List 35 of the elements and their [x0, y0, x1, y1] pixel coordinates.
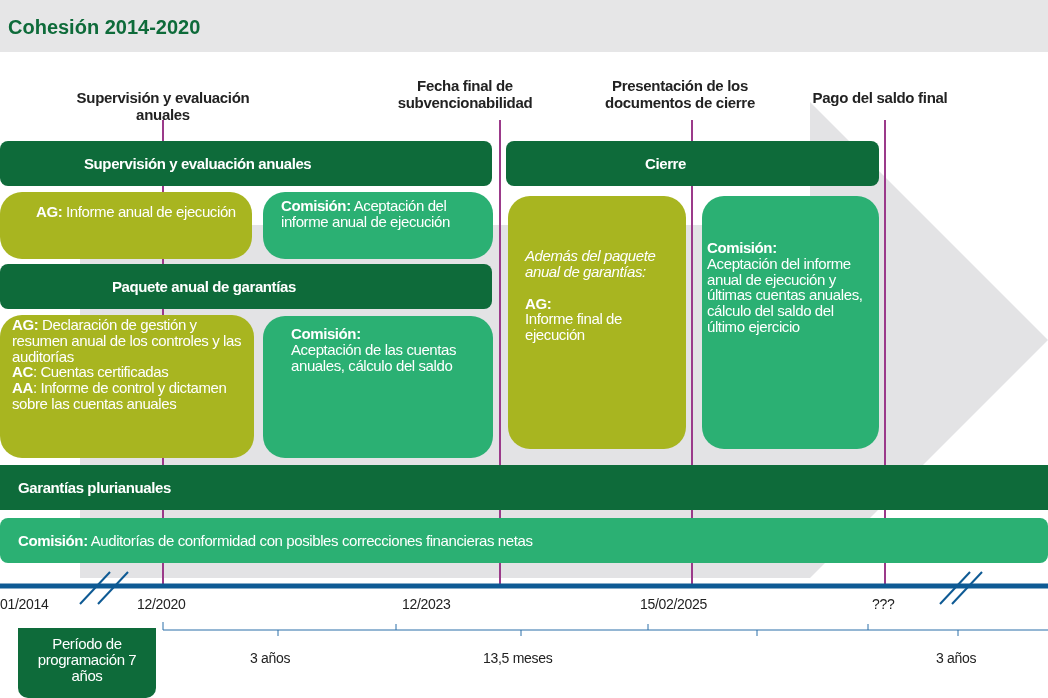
phase-bar: Comisión: Auditorías de conformidad con posibles correcciones financieras netas	[0, 518, 1048, 563]
milestone-heading: Presentación de los documentos de cierre	[604, 78, 756, 111]
phase-bar: Garantías plurianuales	[0, 465, 1048, 510]
date-label: ???	[872, 596, 896, 612]
card-text: Informe final de ejecución	[525, 311, 623, 343]
date-label: 12/2023	[402, 596, 452, 612]
duration-label: 3 años	[250, 650, 292, 666]
duration-label: 3 años	[936, 650, 978, 666]
date-label: 12/2020	[137, 596, 187, 612]
period-box: Período de programación 7 años	[18, 628, 156, 698]
task-card	[0, 315, 254, 458]
task-card	[508, 196, 686, 449]
duration-label: 13,5 meses	[483, 650, 554, 666]
diagram-title: Cohesión 2014-2020	[8, 16, 201, 39]
date-label: 15/02/2025	[640, 596, 709, 612]
date-label: 01/2014	[0, 596, 50, 612]
card-heading: Además del paquete anual de garantías:	[525, 248, 657, 280]
card-heading: Comisión:	[707, 240, 778, 256]
phase-bar: Supervisión y evaluación anuales	[0, 141, 492, 186]
card-heading: Comisión:	[291, 326, 362, 342]
milestone-heading: Supervisión y evaluación anuales	[75, 90, 251, 123]
task-card: Comisión: Aceptación del informe anual de ejecución	[263, 192, 493, 259]
phase-bar: Paquete anual de garantías	[0, 264, 492, 309]
card-text: AG: Declaración de gestión y resumen anual de los controles y las auditorías	[12, 317, 243, 365]
phase-bar: Cierre	[506, 141, 879, 186]
milestone-heading: Fecha final de subvencionabilidad	[396, 78, 534, 111]
card-text: AA: Informe de control y dictamen sobre las cuentas anuales	[12, 380, 228, 412]
card-text: Aceptación de las cuentas anuales, cálculo del saldo	[291, 341, 458, 374]
task-card	[702, 196, 879, 449]
card-text: Aceptación del informe anual de ejecución y últimas cuentas anuales, cálculo del saldo del último ejercicio	[707, 255, 864, 335]
task-card: AG: Informe anual de ejecución	[0, 192, 252, 259]
card-text: AC: Cuentas certificadas	[12, 364, 170, 380]
card-heading: AG:	[525, 295, 553, 312]
task-card	[263, 316, 493, 458]
milestone-heading: Pago del saldo final	[811, 90, 949, 107]
